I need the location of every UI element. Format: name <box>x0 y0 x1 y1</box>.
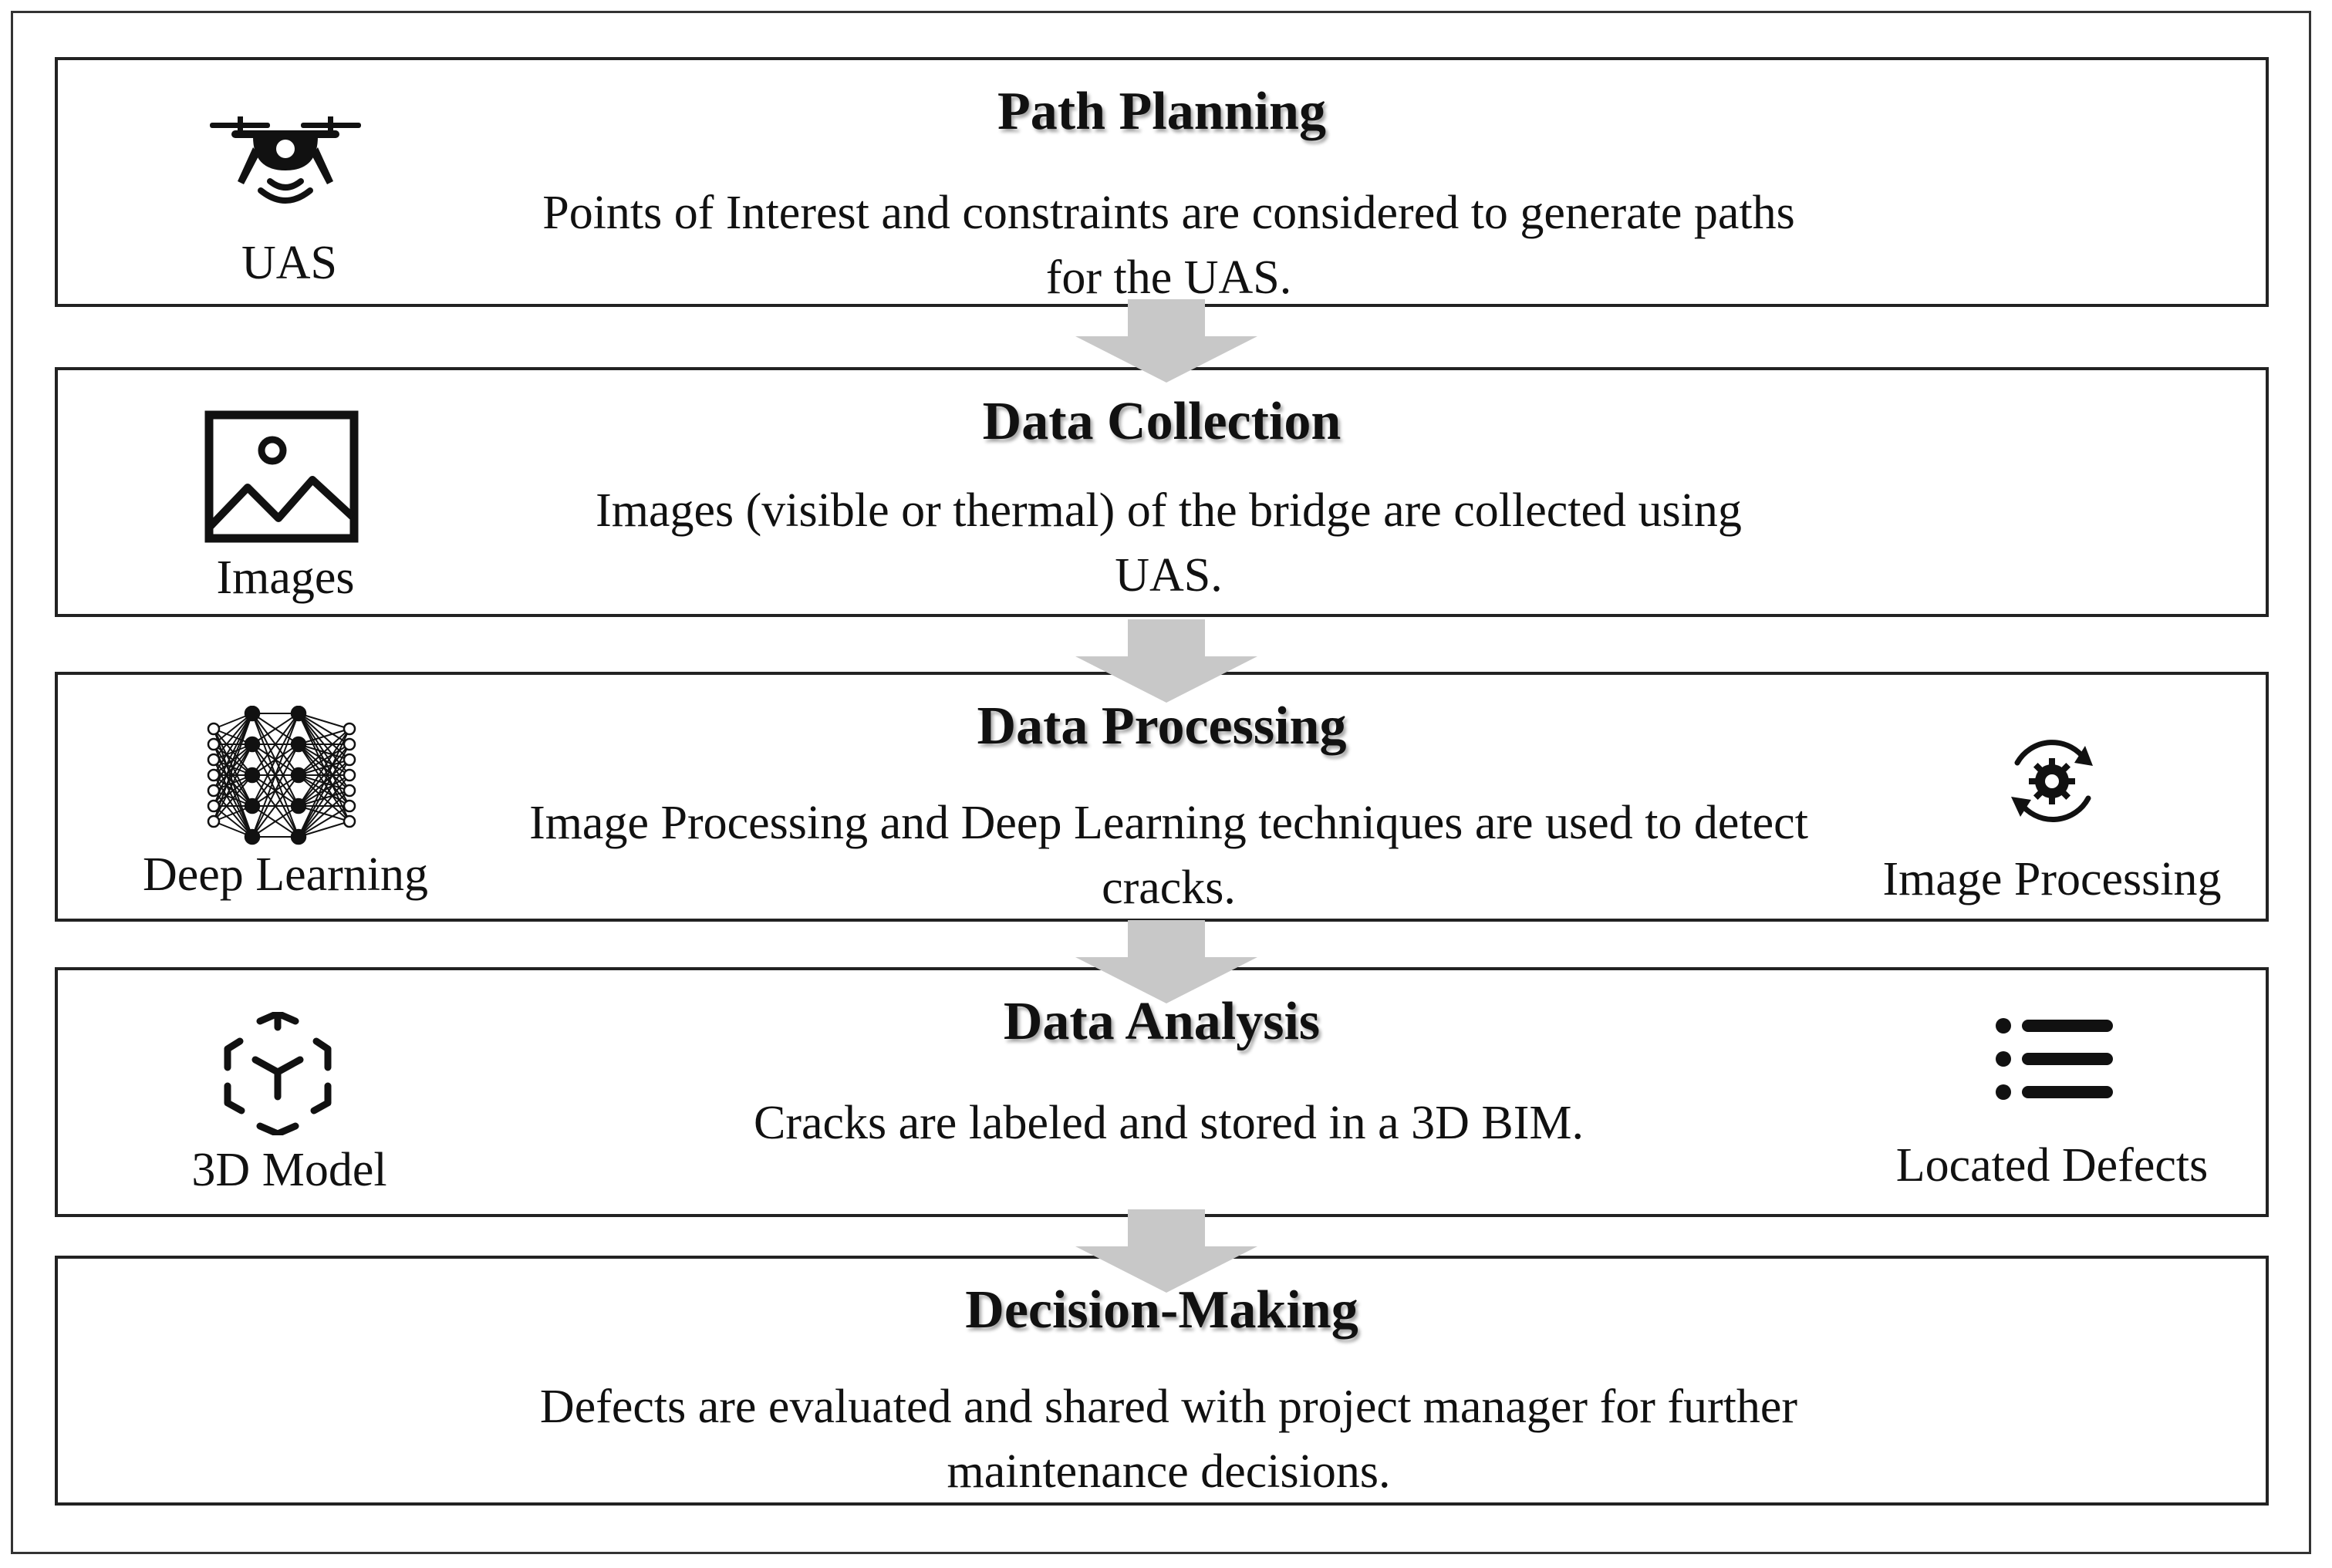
stage-path-planning: UAS Path Planning Points of Interest and… <box>55 57 2269 307</box>
desc-line: Image Processing and Deep Learning techn… <box>529 797 1808 849</box>
nn-node <box>207 768 221 782</box>
nn-edge <box>213 713 253 822</box>
nn-node <box>244 797 261 814</box>
nn-edge <box>298 713 350 730</box>
nn-edge <box>213 713 253 791</box>
nn-node <box>290 706 307 722</box>
desc-line: maintenance decisions. <box>947 1445 1391 1498</box>
nn-node <box>290 767 307 784</box>
nn-edge <box>298 744 350 807</box>
icon-label-image-processing: Image Processing <box>1882 853 2222 905</box>
nn-node <box>207 737 221 751</box>
nn-edge <box>251 713 299 745</box>
nn-edge <box>298 744 350 776</box>
nn-edge <box>298 790 350 838</box>
stage-description: Image Processing and Deep Learning techn… <box>397 791 1940 920</box>
desc-line: Defects are evaluated and shared with pr… <box>539 1381 1798 1433</box>
stage-data-analysis: 3D Model Located Defects Data Analysis C… <box>55 967 2269 1217</box>
nn-edge <box>251 713 299 776</box>
desc-line: Images (visible or thermal) of the bridg… <box>596 484 1742 537</box>
nn-node <box>207 753 221 767</box>
stage-data-processing: Deep Learning Image Processing Data Proc… <box>55 672 2269 922</box>
nn-node <box>244 828 261 845</box>
nn-edge <box>298 821 350 838</box>
flow-arrow-down <box>1075 1209 1257 1293</box>
stage-title: Path Planning <box>997 82 1326 141</box>
nn-node <box>290 797 307 814</box>
nn-edge <box>298 744 350 838</box>
cube-3d-icon <box>224 1012 332 1135</box>
nn-node <box>207 814 221 828</box>
nn-edge <box>251 713 299 807</box>
nn-node <box>343 768 356 782</box>
nn-edge <box>298 728 350 776</box>
nn-edge <box>213 744 253 807</box>
nn-edge <box>298 728 350 807</box>
icon-label-3d-model: 3D Model <box>191 1144 387 1196</box>
flow-arrow-down <box>1075 299 1257 383</box>
nn-node <box>290 828 307 845</box>
desc-line: for the UAS. <box>1045 251 1292 304</box>
icon-label-located-defects: Located Defects <box>1895 1139 2209 1192</box>
stage-data-collection: Images Data Collection Images (visible o… <box>55 367 2269 617</box>
nn-edge <box>298 774 350 838</box>
nn-edge <box>213 774 253 807</box>
nn-edge <box>213 713 253 776</box>
nn-node <box>244 736 261 753</box>
nn-edge <box>251 805 299 838</box>
flow-arrow-down <box>1075 920 1257 1003</box>
icon-label-uas: UAS <box>241 237 338 289</box>
nn-node <box>343 784 356 797</box>
desc-line: cracks. <box>1102 862 1236 914</box>
stage-title: Data Analysis <box>1003 992 1321 1051</box>
desc-line: Points of Interest and constraints are c… <box>542 187 1795 239</box>
nn-edge <box>251 774 299 838</box>
nn-node <box>343 737 356 751</box>
nn-node <box>343 814 356 828</box>
stage-title: Data Collection <box>982 392 1341 451</box>
nn-edge <box>213 805 253 838</box>
nn-edge <box>213 744 253 822</box>
gear-cycle-icon <box>2011 740 2093 822</box>
desc-line: UAS. <box>1115 549 1223 602</box>
nn-node <box>343 722 356 736</box>
nn-edge <box>213 713 253 745</box>
stage-decision-making: Decision-Making Defects are evaluated an… <box>55 1256 2269 1506</box>
flow-arrow-down <box>1075 619 1257 703</box>
nn-edge <box>298 728 350 838</box>
nn-edge <box>298 759 350 838</box>
stage-title: Data Processing <box>977 696 1347 756</box>
nn-edge <box>298 728 350 745</box>
nn-edge <box>213 774 253 822</box>
list-icon <box>1996 1018 2113 1100</box>
stage-description: Defects are evaluated and shared with pr… <box>397 1374 1940 1504</box>
stage-description: Images (visible or thermal) of the bridg… <box>397 478 1940 608</box>
nn-edge <box>213 713 253 807</box>
stage-description: Points of Interest and constraints are c… <box>397 180 1940 310</box>
image-icon <box>204 410 359 543</box>
nn-edge <box>251 713 299 838</box>
stage-title: Decision-Making <box>965 1280 1358 1340</box>
icon-label-images: Images <box>216 551 355 604</box>
nn-edge <box>298 713 350 745</box>
nn-edge <box>251 744 299 838</box>
nn-node <box>207 784 221 797</box>
nn-edge <box>298 805 350 838</box>
neural-network-icon <box>207 706 356 845</box>
nn-node <box>207 722 221 736</box>
icon-label-deep-learning: Deep Learning <box>142 848 429 901</box>
nn-node <box>244 706 261 722</box>
nn-node <box>343 753 356 767</box>
nn-node <box>290 736 307 753</box>
nn-node <box>207 799 221 813</box>
stage-description: Cracks are labeled and stored in a 3D BI… <box>397 1091 1940 1155</box>
nn-node <box>343 799 356 813</box>
desc-line: Cracks are labeled and stored in a 3D BI… <box>753 1097 1584 1149</box>
nn-edge <box>213 713 253 760</box>
diagram-frame <box>11 11 2311 1554</box>
nn-node <box>244 767 261 784</box>
drone-icon <box>210 116 361 204</box>
